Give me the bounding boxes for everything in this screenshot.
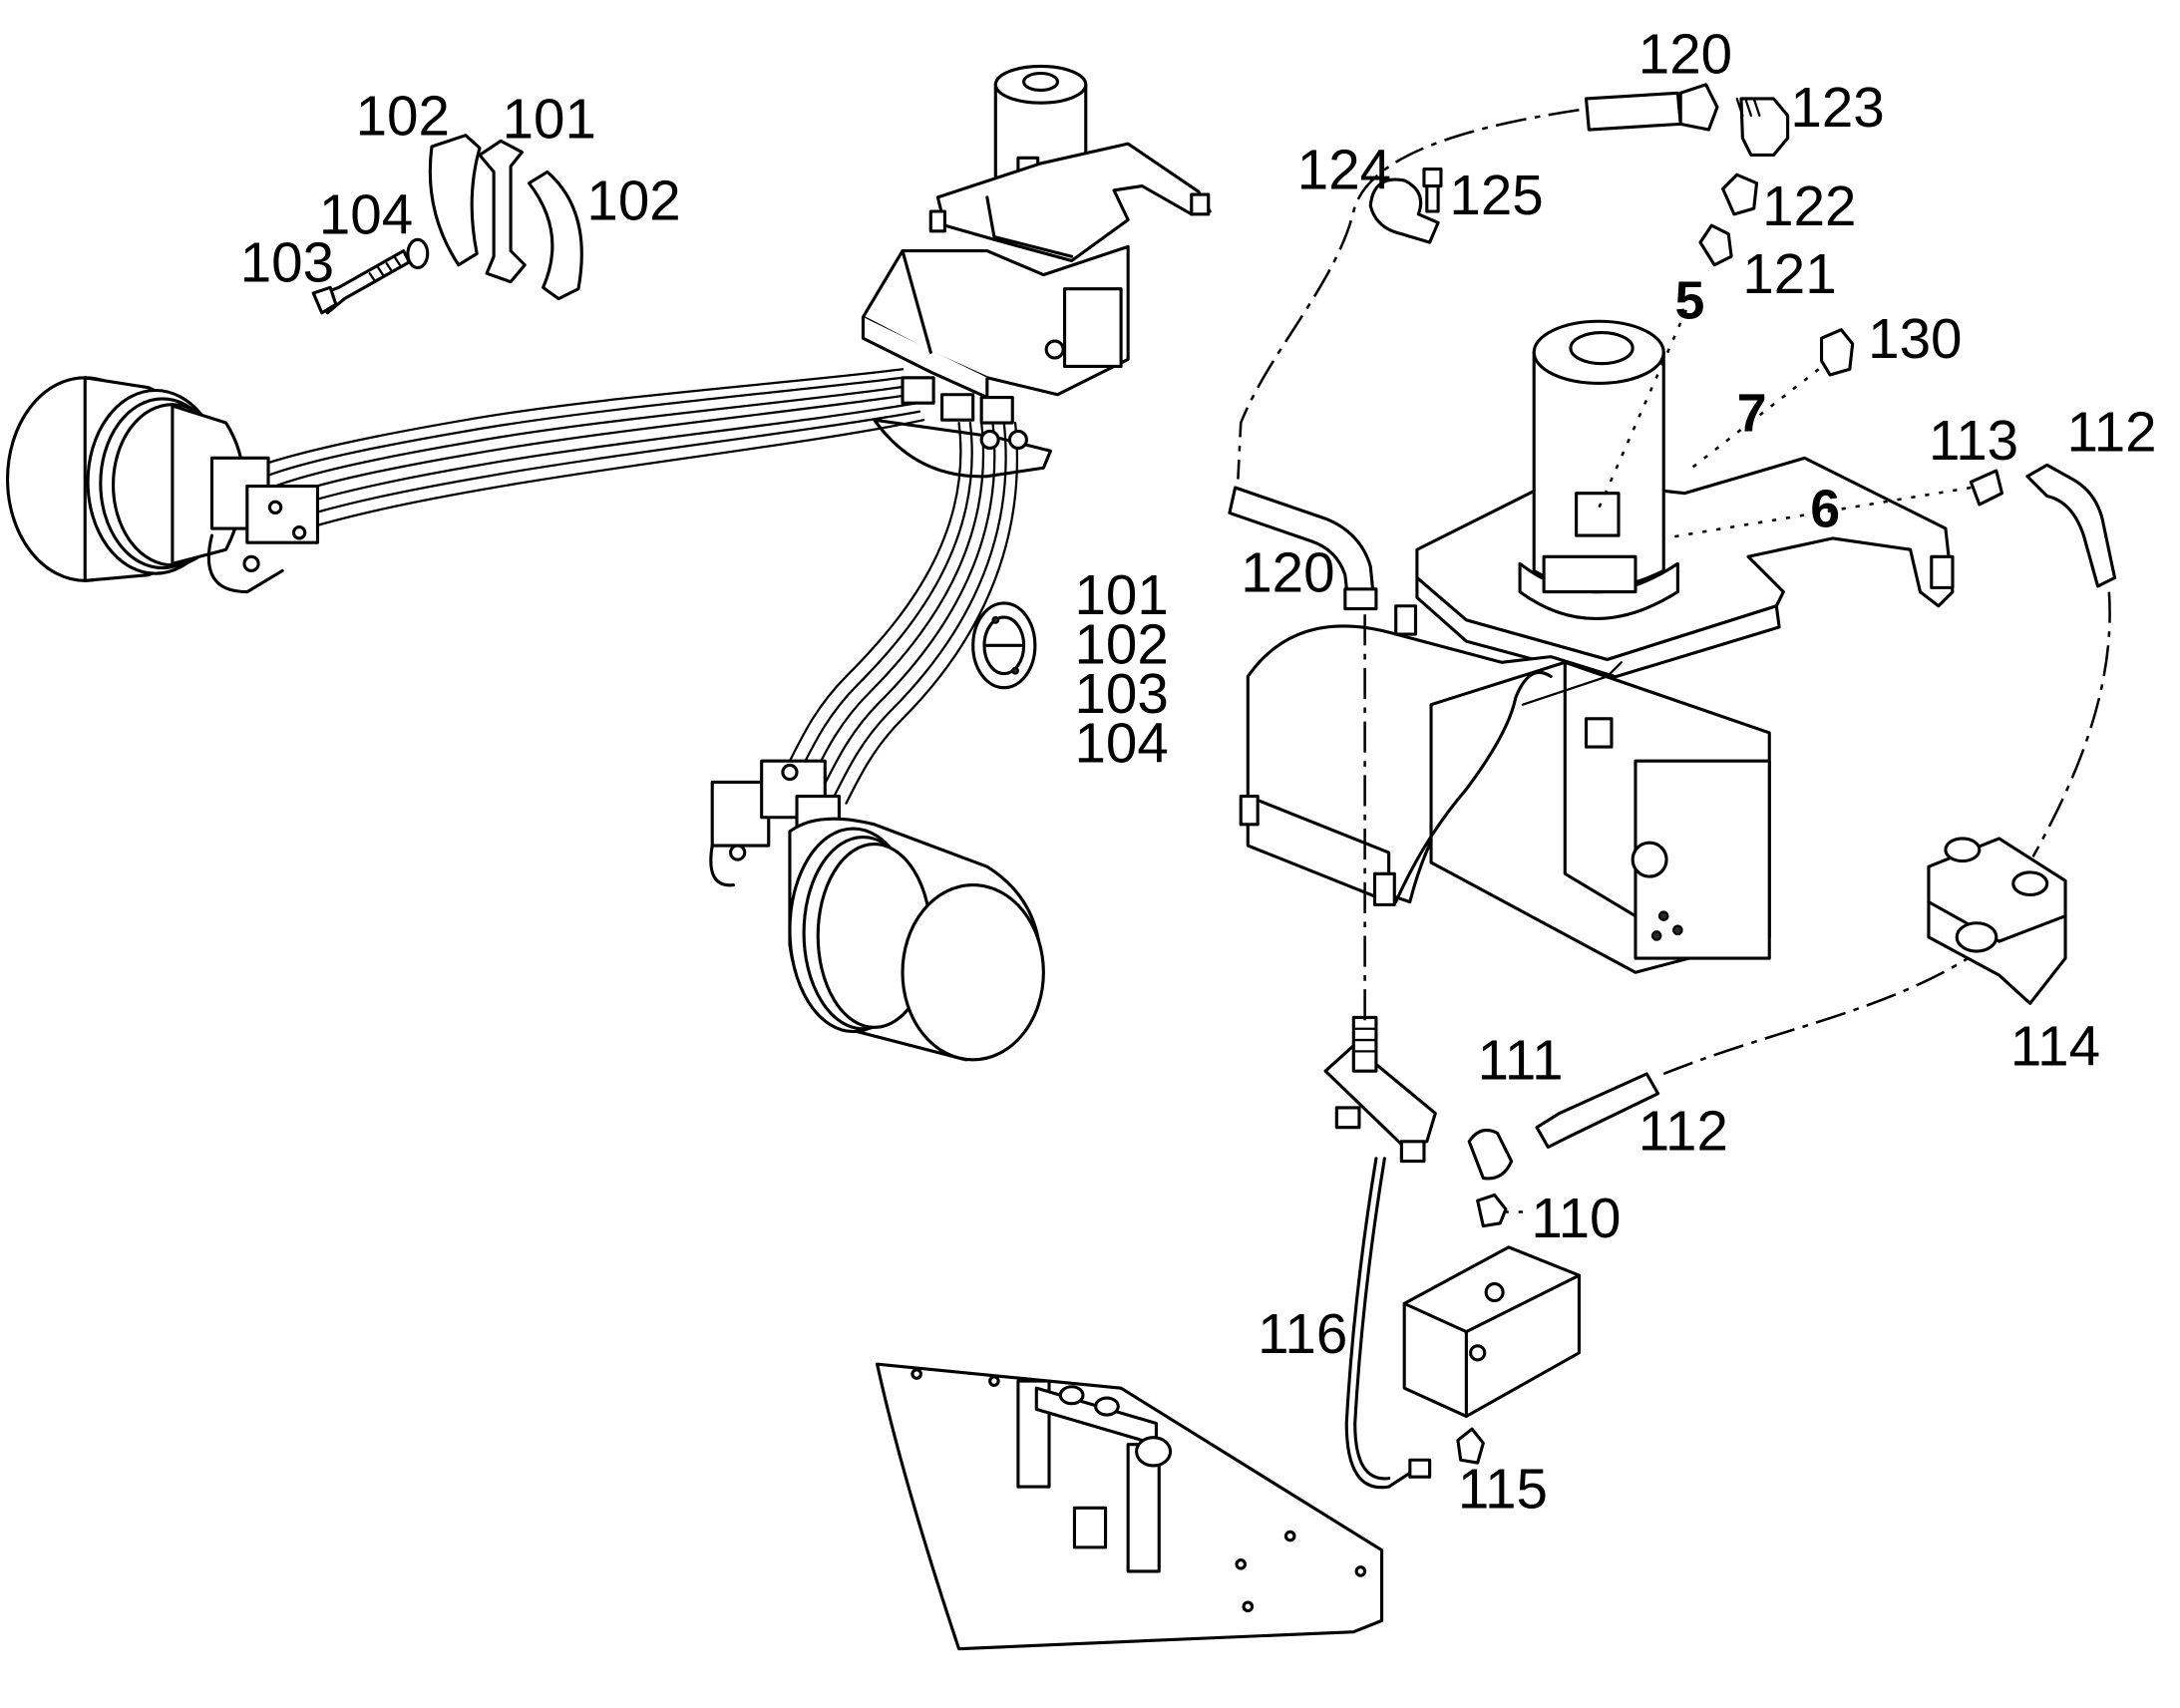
callout-111: 111 bbox=[1478, 1029, 1564, 1092]
callout-102-list: 102 bbox=[1074, 613, 1168, 676]
valve-block bbox=[1402, 1245, 1581, 1418]
callout-112-bottom: 112 bbox=[1638, 1099, 1728, 1162]
valve-cluster-lower bbox=[709, 759, 841, 887]
screw-125 bbox=[1422, 168, 1443, 213]
lower-wheel bbox=[788, 817, 1045, 1062]
hose-120-top bbox=[1584, 91, 1682, 132]
lower-parts bbox=[876, 1015, 1660, 1651]
bottom-mounting-plate bbox=[876, 1362, 1384, 1651]
callout-125: 125 bbox=[1449, 164, 1543, 226]
callout-130: 130 bbox=[1868, 307, 1962, 370]
callout-114: 114 bbox=[2010, 1015, 2100, 1078]
elbow-111 bbox=[1467, 1129, 1514, 1181]
callout-101-top: 101 bbox=[503, 88, 596, 151]
hose-116 bbox=[1344, 1157, 1423, 1490]
callout-103-top: 103 bbox=[240, 231, 334, 294]
fittings-top bbox=[1368, 83, 2117, 588]
elbow-115 bbox=[1456, 1427, 1485, 1465]
clamp-block-114 bbox=[1927, 837, 2067, 1005]
arm-top-plate bbox=[935, 142, 1212, 263]
hose-bundle-lower bbox=[788, 421, 1018, 805]
plug-130 bbox=[1819, 328, 1855, 377]
washer-104 bbox=[406, 237, 430, 270]
callout-113: 113 bbox=[1929, 409, 2018, 472]
callout-120-left: 120 bbox=[1241, 541, 1334, 604]
callout-104-top: 104 bbox=[319, 183, 413, 246]
fitting-113 bbox=[1969, 469, 2004, 507]
valve-cluster-upper bbox=[901, 376, 1028, 451]
callout-102-right: 102 bbox=[586, 169, 680, 231]
elbow-123 bbox=[1739, 97, 1790, 158]
clamp-124 bbox=[1368, 177, 1440, 244]
nipple-110 bbox=[1476, 1193, 1508, 1228]
callout-122: 122 bbox=[1762, 174, 1856, 237]
bolt-103 bbox=[311, 249, 411, 315]
left-wheel bbox=[5, 376, 320, 594]
hose-112-bottom bbox=[1535, 1072, 1660, 1150]
callout-101-list: 101 bbox=[1074, 563, 1168, 626]
hose-bundle-left bbox=[259, 368, 925, 534]
pump-assembly bbox=[1239, 319, 1955, 974]
shim-101 bbox=[478, 139, 527, 284]
callout-labels: 120 123 124 125 122 121 5 130 7 113 112 … bbox=[240, 22, 2157, 1520]
callout-5: 5 bbox=[1675, 270, 1705, 330]
tee-manifold bbox=[1323, 1044, 1437, 1147]
callout-6: 6 bbox=[1810, 480, 1840, 539]
fitting-122 bbox=[1721, 172, 1759, 216]
pump-motor bbox=[1518, 319, 1679, 621]
callout-116: 116 bbox=[1258, 1302, 1347, 1365]
leader-lines bbox=[1237, 108, 2111, 1213]
callout-123: 123 bbox=[1790, 76, 1884, 139]
callout-103-list: 103 bbox=[1074, 662, 1168, 725]
spacer-disc bbox=[971, 601, 1037, 690]
callout-124: 124 bbox=[1297, 138, 1391, 200]
hose-112-right bbox=[2025, 463, 2117, 588]
callout-110: 110 bbox=[1531, 1187, 1621, 1249]
callout-115: 115 bbox=[1458, 1457, 1548, 1520]
callout-112-right: 112 bbox=[2066, 400, 2156, 463]
shim-parts bbox=[311, 134, 583, 315]
callout-120-top: 120 bbox=[1638, 22, 1732, 85]
callout-102-left: 102 bbox=[356, 85, 450, 148]
callout-7: 7 bbox=[1737, 383, 1767, 443]
shim-102-right bbox=[527, 170, 583, 301]
fitting-121 bbox=[1698, 223, 1733, 267]
callout-104-list: 104 bbox=[1074, 712, 1168, 775]
arm-assembly bbox=[5, 64, 1212, 1062]
shim-102-left bbox=[428, 134, 482, 267]
callout-121: 121 bbox=[1742, 242, 1836, 305]
